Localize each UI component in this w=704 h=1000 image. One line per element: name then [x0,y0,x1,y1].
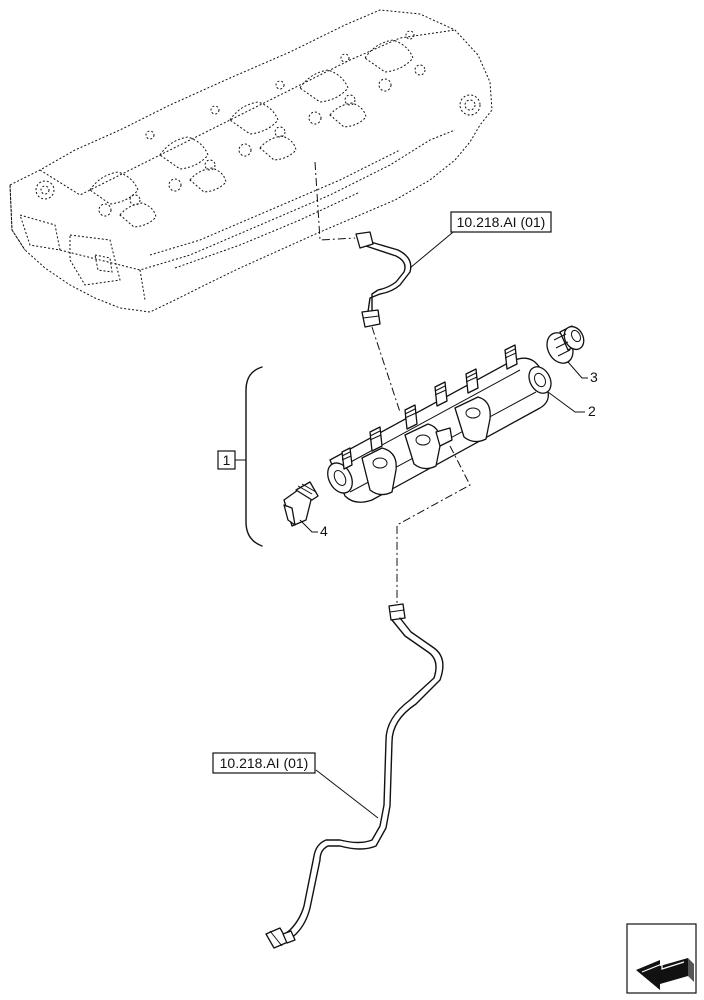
leader-item-3 [567,361,588,379]
lower-fuel-pipe [265,603,444,949]
leader-upper-ref [409,227,459,269]
rail-pressure-sensor [283,481,319,527]
rail-outlets [341,344,518,470]
centerline-lower [396,445,471,605]
ref-box-lower[interactable]: 10.218.AI (01) [212,752,316,774]
pressure-limiting-valve [546,325,585,364]
view-direction-arrow-icon [626,923,697,994]
item-label-4[interactable]: 4 [320,523,328,539]
leader-item-4 [299,519,318,533]
item-label-2[interactable]: 2 [588,403,596,419]
group-label: 1 [223,452,231,468]
leader-item-2 [547,391,585,413]
leader-lower-ref [315,769,379,819]
ref-lower-text: 10.218.AI (01) [220,755,309,771]
item-label-3[interactable]: 3 [590,369,598,385]
ref-box-upper[interactable]: 10.218.AI (01) [450,211,552,233]
centerline-upper [371,326,401,413]
fuel-rail [327,344,552,503]
group-label-box[interactable]: 1 [217,450,236,470]
head-bolt-holes [35,30,481,217]
head-bosses [89,39,414,228]
upper-fuel-pipe [355,231,412,328]
cylinder-head [9,9,493,313]
group-bracket [245,366,263,547]
ref-upper-text: 10.218.AI (01) [457,214,546,230]
